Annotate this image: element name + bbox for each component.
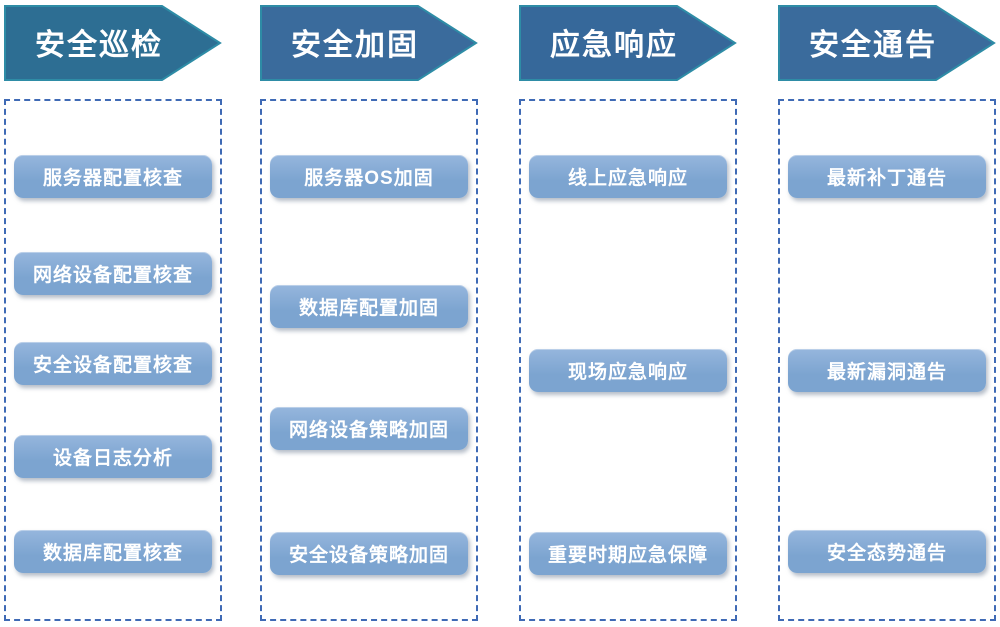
column-emergency-response: 应急响应 线上应急响应 现场应急响应 重要时期应急保障 [519, 5, 737, 621]
arrow-banner [260, 5, 478, 81]
column-header-title: 安全加固 [291, 29, 419, 62]
item-network-device-config-check: 网络设备配置核查 [14, 252, 212, 295]
arrow-banner [778, 5, 996, 81]
item-server-os-hardening: 服务器OS加固 [270, 155, 468, 198]
item-latest-vulnerability-notice: 最新漏洞通告 [788, 349, 986, 392]
column-panel: 最新补丁通告 最新漏洞通告 安全态势通告 [778, 99, 996, 621]
item-onsite-emergency-response: 现场应急响应 [529, 349, 727, 392]
column-panel: 线上应急响应 现场应急响应 重要时期应急保障 [519, 99, 737, 621]
item-database-config-hardening: 数据库配置加固 [270, 285, 468, 328]
column-security-notice: 安全通告 最新补丁通告 最新漏洞通告 安全态势通告 [778, 5, 996, 621]
column-panel: 服务器配置核查 网络设备配置核查 安全设备配置核查 设备日志分析 数据库配置核查 [4, 99, 222, 621]
item-server-config-check: 服务器配置核查 [14, 155, 212, 198]
item-key-period-emergency-support: 重要时期应急保障 [529, 532, 727, 575]
arrow-banner-shape [519, 5, 737, 81]
column-security-hardening: 安全加固 服务器OS加固 数据库配置加固 网络设备策略加固 安全设备策略加固 [260, 5, 478, 621]
item-device-log-analysis: 设备日志分析 [14, 435, 212, 478]
item-online-emergency-response: 线上应急响应 [529, 155, 727, 198]
arrow-banner [4, 5, 222, 81]
item-security-posture-notice: 安全态势通告 [788, 530, 986, 573]
item-security-device-policy-hardening: 安全设备策略加固 [270, 532, 468, 575]
arrow-banner [519, 5, 737, 81]
item-database-config-check: 数据库配置核查 [14, 530, 212, 573]
column-panel: 服务器OS加固 数据库配置加固 网络设备策略加固 安全设备策略加固 [260, 99, 478, 621]
item-network-device-policy-hardening: 网络设备策略加固 [270, 407, 468, 450]
column-header-title: 安全通告 [809, 29, 937, 62]
arrow-banner-shape [778, 5, 996, 81]
item-security-device-config-check: 安全设备配置核查 [14, 342, 212, 385]
arrow-banner-shape [4, 5, 222, 81]
column-header-title: 应急响应 [550, 29, 678, 62]
column-header-title: 安全巡检 [35, 29, 163, 62]
arrow-banner-shape [260, 5, 478, 81]
item-latest-patch-notice: 最新补丁通告 [788, 155, 986, 198]
column-security-inspection: 安全巡检 服务器配置核查 网络设备配置核查 安全设备配置核查 设备日志分析 数据… [4, 5, 222, 621]
